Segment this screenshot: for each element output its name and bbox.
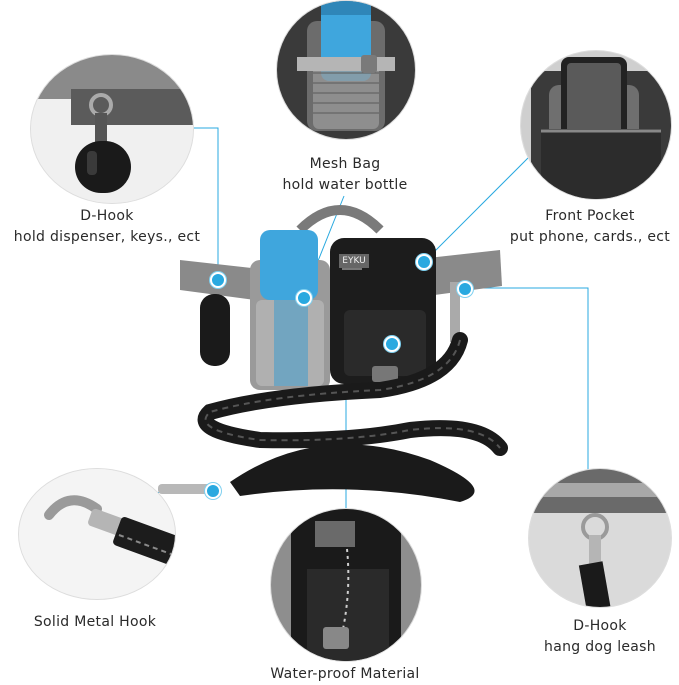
front-pocket-label: Front Pocket put phone, cards., ect (500, 206, 679, 248)
mesh-bag-label: Mesh Bag hold water bottle (270, 154, 420, 196)
d-hook-right-label: D-Hook hang dog leash (510, 616, 679, 658)
water-proof-label: Water-proof Material (250, 664, 440, 685)
front-pocket-detail-image (520, 50, 672, 200)
water-proof-title: Water-proof Material (270, 666, 420, 682)
brand-logo: EYKU (339, 254, 369, 268)
metal-hook-label: Solid Metal Hook (0, 612, 190, 633)
mesh-bag-detail-image (276, 0, 416, 140)
d-hook-left-label: D-Hook hold dispenser, keys., ect (0, 206, 214, 248)
dot-mesh-bag (296, 290, 312, 306)
dot-d-hook-right (457, 281, 473, 297)
dot-front-pocket (416, 254, 432, 270)
d-hook-left-title: D-Hook (80, 208, 134, 224)
front-pocket-desc: put phone, cards., ect (509, 229, 671, 245)
metal-hook-detail-image (18, 468, 176, 600)
dot-d-hook-left (210, 272, 226, 288)
brand-logo-text: EYKU (342, 256, 366, 266)
dot-metal-hook (205, 483, 221, 499)
dot-water-proof (384, 336, 400, 352)
mesh-bag-desc: hold water bottle (282, 177, 408, 193)
d-hook-dispenser-detail-image (30, 54, 194, 204)
waist-bag-product-image (158, 205, 508, 502)
front-pocket-title: Front Pocket (545, 208, 635, 224)
water-proof-detail-image (270, 508, 422, 662)
d-hook-right-title: D-Hook (573, 618, 627, 634)
d-hook-leash-detail-image (528, 468, 672, 608)
metal-hook-title: Solid Metal Hook (33, 614, 157, 630)
d-hook-left-desc: hold dispenser, keys., ect (13, 229, 201, 245)
mesh-bag-title: Mesh Bag (309, 156, 381, 172)
d-hook-right-desc: hang dog leash (544, 639, 656, 655)
